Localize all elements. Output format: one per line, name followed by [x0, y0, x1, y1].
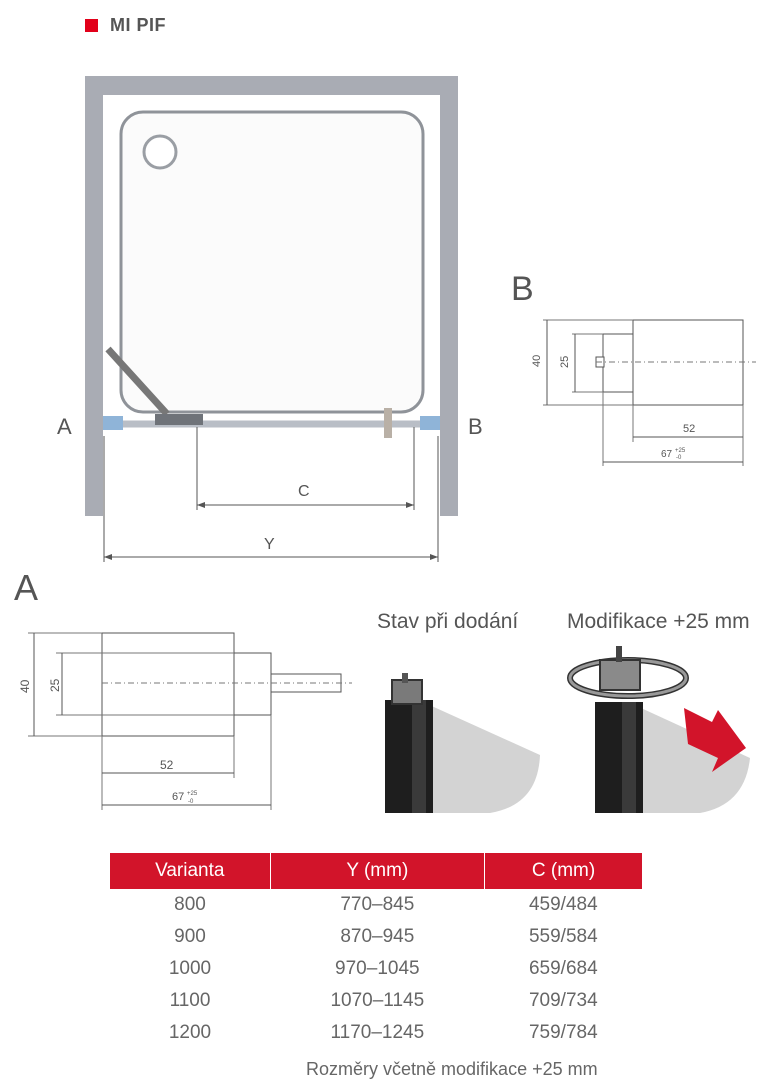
dim-c-label: C [298, 483, 310, 500]
delivery-caption: Stav při dodání [377, 610, 519, 633]
cell-c: 459/484 [528, 894, 598, 915]
table-row: 1000 970–1045 659/684 [110, 953, 642, 985]
table-row: 1200 1170–1245 759/784 [110, 1017, 642, 1049]
cell-c: 759/784 [528, 1022, 598, 1043]
cell-y: 870–945 [340, 926, 415, 947]
detail-b-dim-52: 52 [683, 423, 695, 435]
table-header-row: Varianta Y (mm) C (mm) [110, 853, 642, 889]
cell-varianta: 1100 [169, 990, 211, 1011]
detail-a-diagram: A 40 25 52 67 +25 -0 [14, 567, 352, 810]
header-c: C (mm) [484, 853, 642, 889]
detail-a-dim-67-sub: -0 [188, 799, 194, 805]
detail-b-dim-67-sub: -0 [676, 455, 682, 461]
modification-caption: Modifikace +25 mm [567, 610, 750, 633]
profile-a [103, 416, 123, 430]
shower-plan-diagram: A B C Y B 40 25 52 67 +25 -0 [57, 76, 756, 562]
modification-illustration [567, 646, 750, 813]
detail-a-dim-40: 40 [18, 679, 32, 693]
handle-icon [384, 408, 392, 438]
header-varianta: Varianta [110, 853, 271, 889]
cell-varianta: 1200 [168, 1022, 212, 1043]
detail-a-body [101, 632, 235, 737]
cell-y: 970–1045 [335, 958, 420, 979]
shift-arrow-icon [684, 708, 746, 772]
detail-a-dim-52: 52 [160, 758, 174, 772]
plan-label-a: A [57, 414, 72, 439]
cell-y: 770–845 [340, 894, 415, 915]
dim-y-label: Y [264, 536, 275, 553]
cell-y: 1170–1245 [330, 1022, 425, 1043]
cell-varianta: 800 [174, 894, 206, 915]
drain-icon [142, 134, 178, 170]
brand-square-icon [85, 19, 98, 32]
hinge-block [155, 414, 203, 425]
detail-b-dim-67-sup: +25 [675, 448, 686, 454]
detail-a-dim-67-sup: +25 [187, 791, 198, 797]
cell-c: 709/734 [528, 990, 598, 1011]
detail-a-dim-67: 67 [172, 791, 184, 803]
cell-y: 1070–1145 [330, 990, 425, 1011]
shower-tray [119, 110, 425, 414]
glass-shadow [425, 703, 540, 813]
hinge-arm [105, 346, 170, 417]
detail-b-dim-67: 67 [661, 449, 673, 460]
clip-icon [599, 659, 641, 691]
table-row: 800 770–845 459/484 [110, 889, 642, 921]
delivery-illustration [385, 673, 540, 813]
table-row: 900 870–945 559/584 [110, 921, 642, 953]
product-title: MI PIF [110, 15, 166, 35]
detail-b-heading: B [511, 270, 534, 308]
plan-label-b: B [468, 414, 483, 439]
header-y: Y (mm) [270, 853, 486, 889]
table-footnote: Rozměry včetně modifikace +25 mm [306, 1059, 598, 1079]
detail-b-dim-25: 25 [559, 356, 571, 368]
cell-varianta: 1000 [168, 958, 212, 979]
detail-b-dim-40: 40 [531, 355, 543, 367]
cell-varianta: 900 [174, 926, 206, 947]
table-row: 1100 1070–1145 709/734 [110, 985, 642, 1017]
cell-c: 559/584 [528, 926, 598, 947]
profile-b [420, 416, 440, 430]
detail-a-heading: A [14, 567, 38, 608]
detail-a-dim-25: 25 [48, 678, 62, 692]
cell-c: 659/684 [528, 958, 598, 979]
variants-table: Varianta Y (mm) C (mm) 800 770–845 459/4… [110, 853, 642, 1049]
clip-icon [391, 679, 423, 705]
